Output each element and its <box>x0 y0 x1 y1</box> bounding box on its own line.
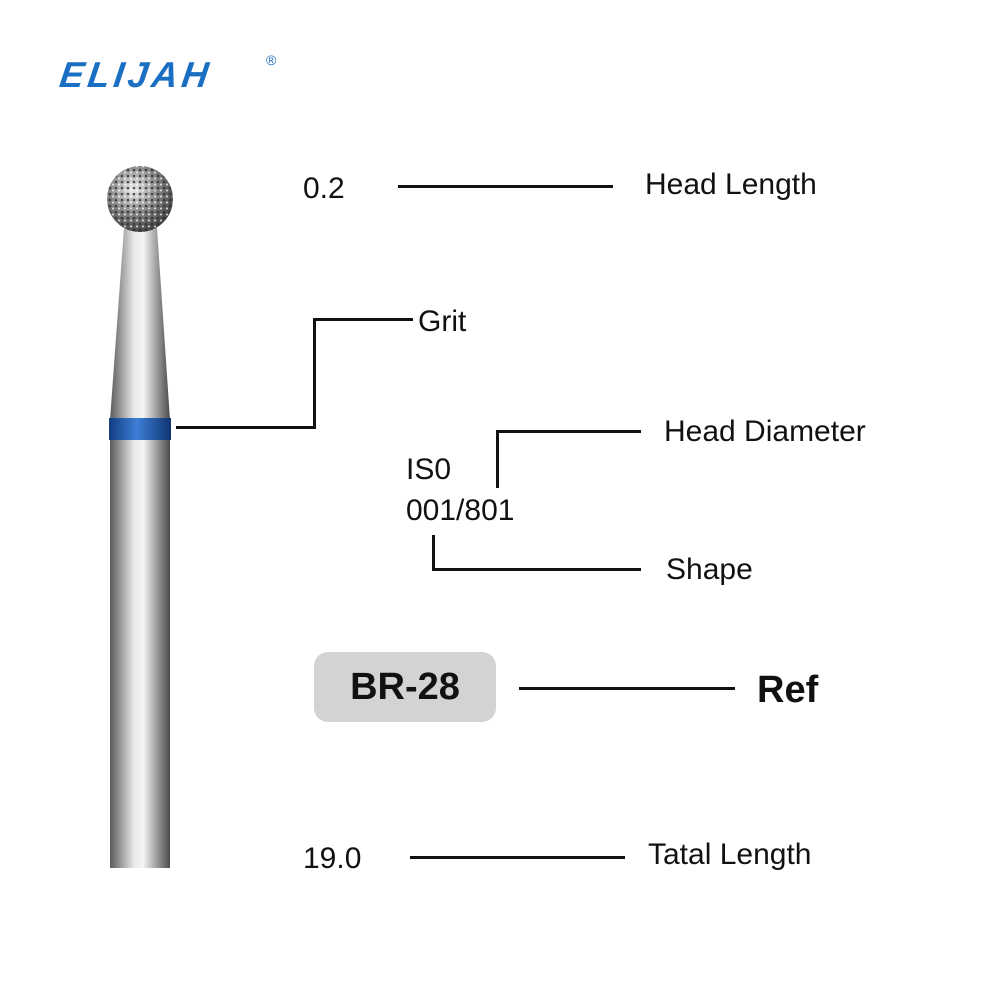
shape-leader-horizontal <box>432 568 641 571</box>
head-diameter-leader-horizontal <box>496 430 641 433</box>
ref-label: Ref <box>757 669 819 711</box>
head-length-leader <box>398 185 613 188</box>
iso-prefix: IS0 <box>406 453 452 486</box>
brand-logo: ELIJAH ® <box>57 50 290 100</box>
grit-label: Grit <box>418 305 467 338</box>
shape-label: Shape <box>666 553 753 586</box>
head-diameter-leader-vertical <box>496 430 499 488</box>
total-length-leader <box>410 856 625 859</box>
bur-ball-grit <box>107 166 173 232</box>
ref-leader <box>519 687 735 690</box>
shape-leader-vertical <box>432 535 435 571</box>
total-length-label: Tatal Length <box>648 838 812 871</box>
registered-mark: ® <box>266 52 277 68</box>
head-diameter-label: Head Diameter <box>664 415 866 448</box>
head-length-label: Head Length <box>645 168 817 201</box>
grit-band <box>109 418 171 440</box>
iso-code: 001/801 <box>406 494 515 527</box>
grit-leader-horizontal-low <box>176 426 316 429</box>
head-length-value: 0.2 <box>303 172 345 205</box>
ref-code-badge: BR-28 <box>314 652 496 722</box>
grit-leader-vertical <box>313 318 316 429</box>
bur-neck <box>110 228 170 420</box>
ref-code: BR-28 <box>350 665 460 708</box>
grit-leader-horizontal-high <box>313 318 413 321</box>
total-length-value: 19.0 <box>303 842 362 875</box>
bur-shank <box>110 440 170 868</box>
